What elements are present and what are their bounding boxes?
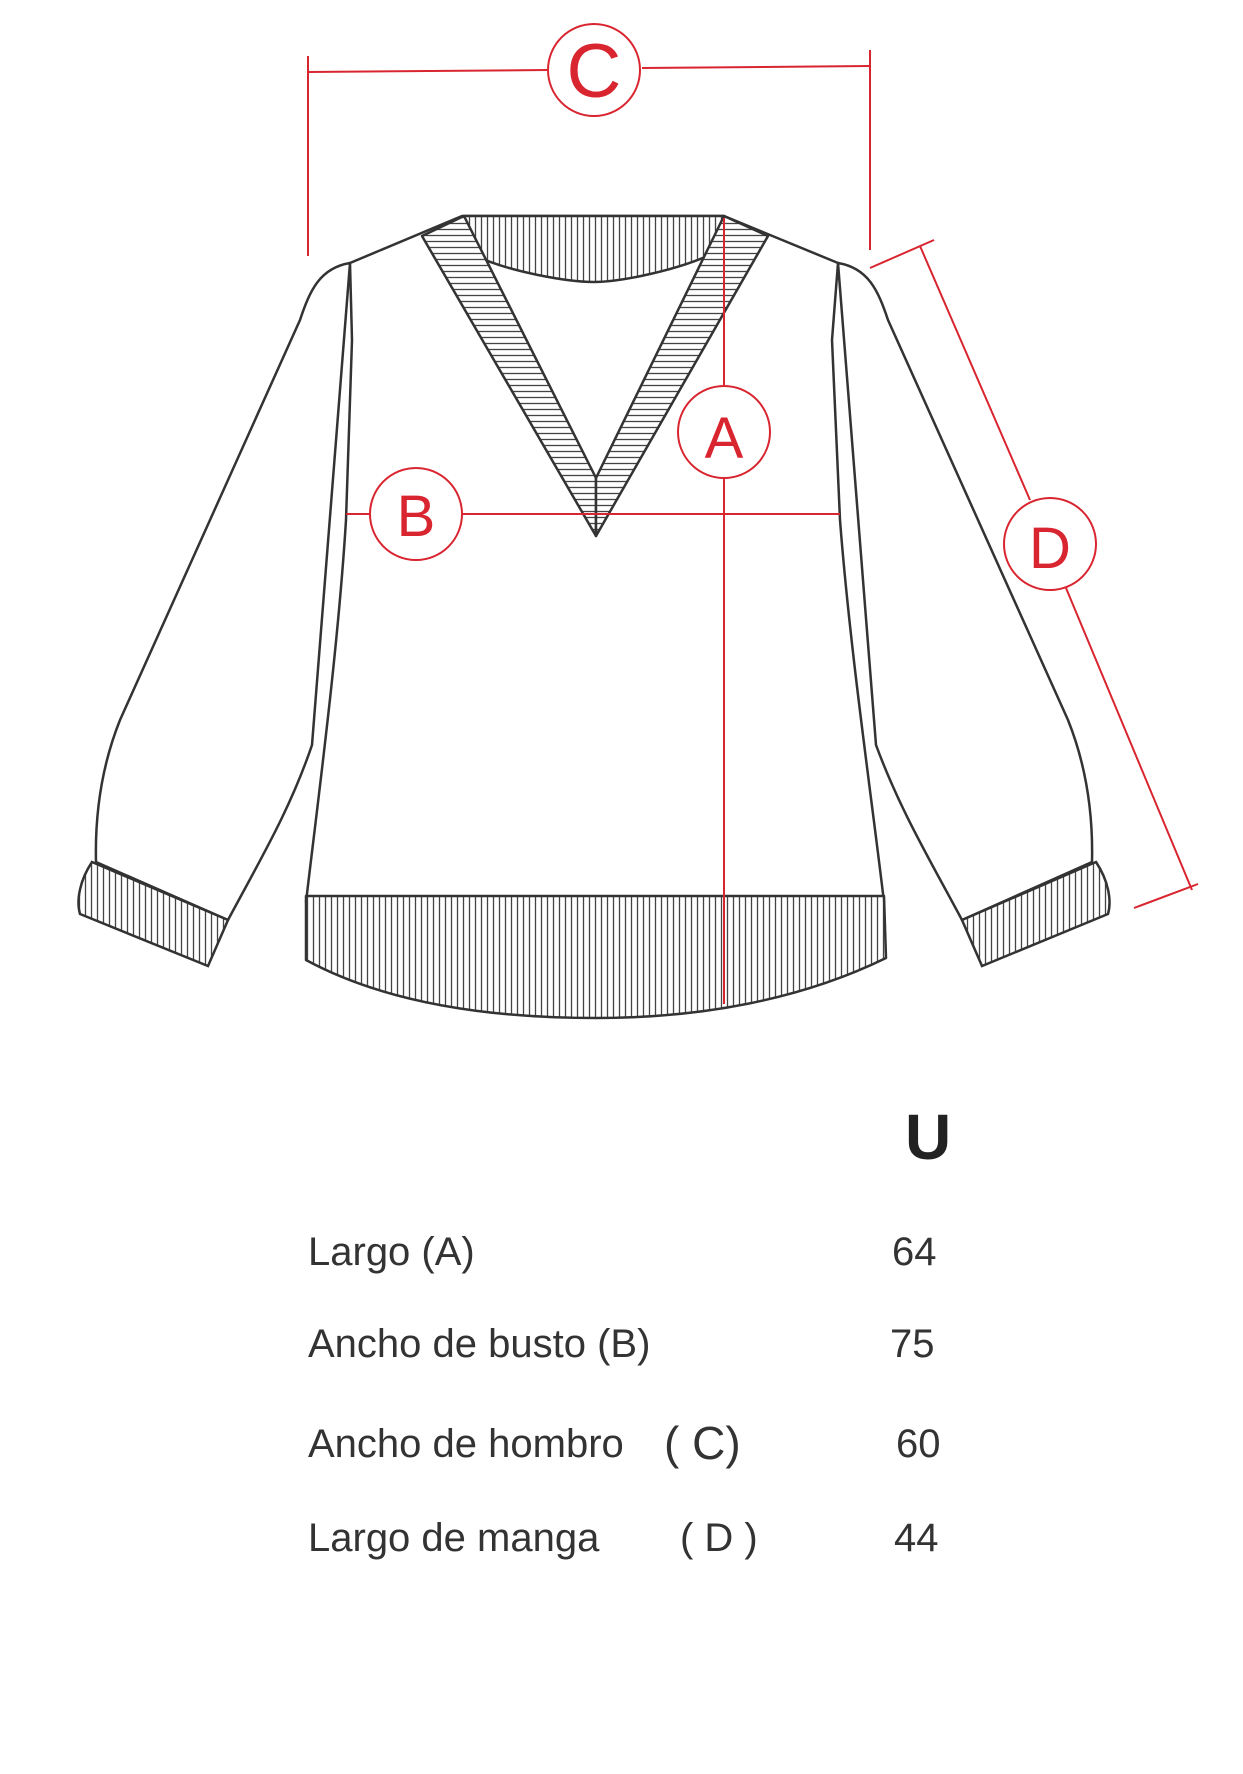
left-cuff xyxy=(77,860,230,968)
row-code: ( C) xyxy=(664,1417,741,1469)
size-header: U xyxy=(905,1101,952,1173)
marker-a: A xyxy=(705,406,744,471)
row-label: Ancho de hombro xyxy=(308,1422,624,1466)
measurement-row-largo: Largo (A) 64 xyxy=(0,1232,1243,1292)
body xyxy=(304,214,886,904)
measure-b xyxy=(346,467,840,561)
right-cuff xyxy=(960,860,1111,968)
back-neckband xyxy=(462,214,726,284)
row-code: ( D ) xyxy=(680,1516,758,1560)
measure-a xyxy=(677,218,771,1004)
row-value: 60 xyxy=(896,1422,941,1466)
marker-c: C xyxy=(567,29,622,114)
right-sleeve xyxy=(836,261,1094,922)
row-label: Largo de manga xyxy=(308,1516,600,1560)
marker-d: D xyxy=(1029,516,1071,581)
left-sleeve xyxy=(94,261,352,922)
sweater-diagram: C A B D xyxy=(77,23,1199,1020)
row-value: 64 xyxy=(892,1230,937,1274)
row-label: Largo (A) xyxy=(308,1230,475,1274)
measurement-row-manga: Largo de manga ( D ) 44 xyxy=(0,1518,1243,1578)
marker-b: B xyxy=(397,484,436,549)
hem-band xyxy=(304,894,888,1020)
measurement-row-busto: Ancho de busto (B) 75 xyxy=(0,1324,1243,1384)
row-value: 44 xyxy=(894,1516,939,1560)
measure-c xyxy=(307,23,871,256)
row-label: Ancho de busto (B) xyxy=(308,1322,651,1366)
measurement-row-hombro: Ancho de hombro ( C) 60 xyxy=(0,1420,1243,1484)
measure-d xyxy=(869,239,1199,909)
row-value: 75 xyxy=(890,1322,935,1366)
